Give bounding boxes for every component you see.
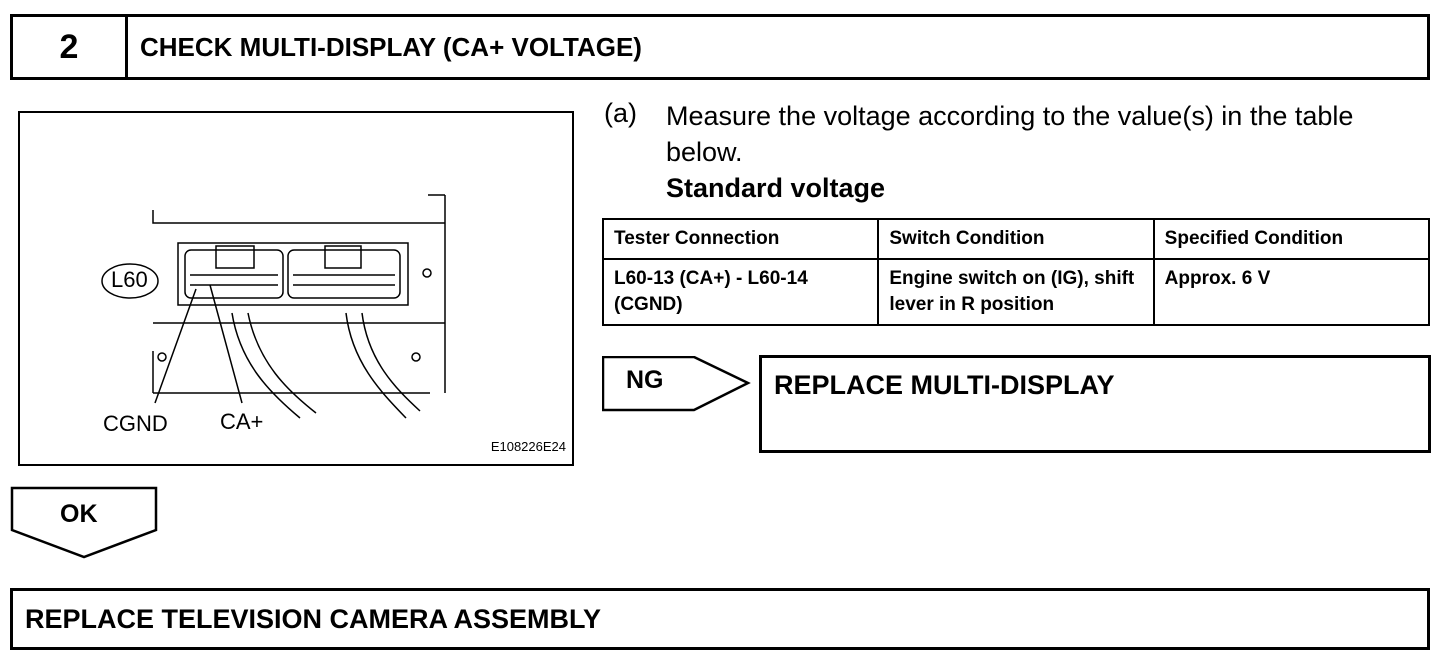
table-header-cell: Tester Connection — [601, 218, 880, 260]
table-row: L60-13 (CA+) - L60-14 (CGND) Engine swit… — [601, 258, 1431, 326]
step-header: 2 CHECK MULTI-DISPLAY (CA+ VOLTAGE) — [10, 14, 1430, 80]
step-number: 2 — [13, 17, 128, 77]
step-title: CHECK MULTI-DISPLAY (CA+ VOLTAGE) — [140, 31, 642, 62]
connector-label: L60 — [111, 267, 148, 292]
connector-figure: L60 CGND CA+ E108226E24 — [18, 111, 574, 466]
table-cell: Approx. 6 V — [1152, 258, 1431, 326]
instruction-block: Measure the voltage according to the val… — [666, 98, 1426, 206]
ok-label: OK — [60, 500, 98, 528]
instruction-subheading: Standard voltage — [666, 173, 886, 203]
standard-voltage-table: Tester Connection Switch Condition Speci… — [601, 218, 1431, 326]
ok-arrow-shape — [10, 486, 158, 559]
table-header-cell: Switch Condition — [877, 218, 1155, 260]
final-action-box: REPLACE TELEVISION CAMERA ASSEMBLY — [10, 588, 1430, 650]
instruction-text: Measure the voltage according to the val… — [666, 101, 1354, 167]
figure-id: E108226E24 — [490, 439, 566, 454]
table-header-row: Tester Connection Switch Condition Speci… — [601, 218, 1431, 260]
cgnd-pin-label: CGND — [103, 411, 168, 436]
ng-action-box: REPLACE MULTI-DISPLAY — [759, 355, 1431, 453]
ca-plus-pin-label: CA+ — [220, 409, 264, 434]
instruction-prefix: (a) — [604, 98, 637, 128]
table-header-cell: Specified Condition — [1152, 218, 1431, 260]
table-cell: L60-13 (CA+) - L60-14 (CGND) — [601, 258, 880, 326]
ng-label: NG — [626, 366, 664, 394]
ng-arrow-shape — [602, 356, 751, 412]
connector-illustration — [101, 194, 446, 419]
table-cell: Engine switch on (IG), shift lever in R … — [877, 258, 1155, 326]
